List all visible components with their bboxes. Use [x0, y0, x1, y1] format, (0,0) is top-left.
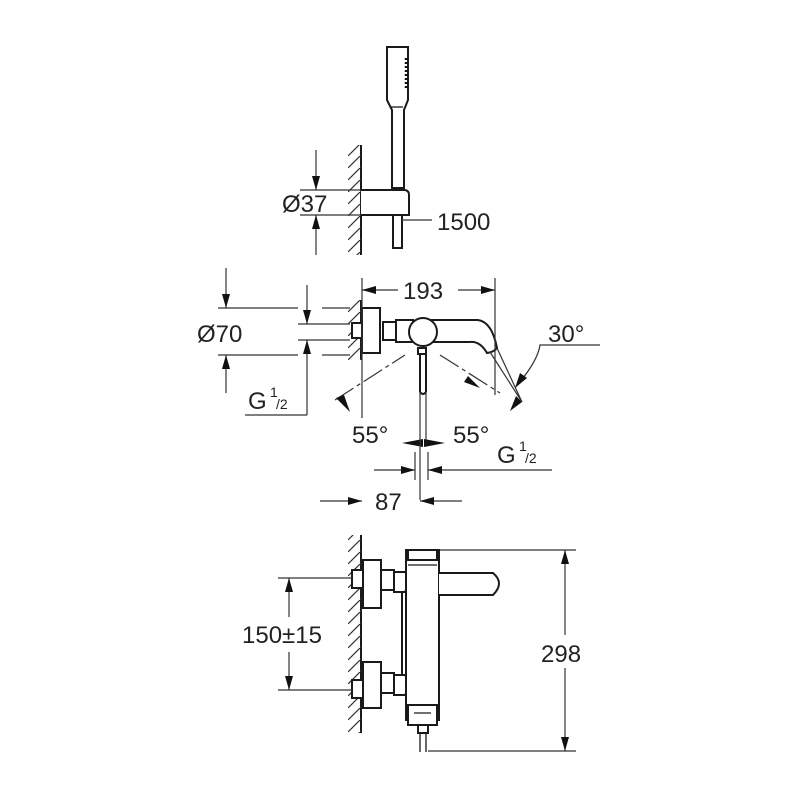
diameter-37-label: Ø37 — [282, 191, 327, 218]
offset-87-label: 87 — [375, 489, 402, 516]
projection-193-label: 193 — [403, 278, 443, 305]
svg-text:/2: /2 — [525, 450, 537, 466]
angle-left-55-label: 55° — [352, 422, 388, 449]
svg-text:1: 1 — [519, 438, 527, 454]
thread-left-g-label: G — [248, 388, 267, 415]
angle-right-55-label: 55° — [453, 422, 489, 449]
spout-icon — [429, 319, 499, 355]
diameter-70-label: Ø70 — [197, 321, 242, 348]
shower-holder-icon — [361, 189, 410, 216]
inlet-spacing-label: 150±15 — [242, 622, 322, 649]
middle-view-mixer-plan: 193 Ø70 G 1 /2 55° 55° 30° — [197, 268, 600, 516]
svg-text:/2: /2 — [276, 396, 288, 412]
height-298-label: 298 — [541, 641, 581, 668]
thread-bottom-g-label: G — [497, 442, 516, 469]
wall-hatch — [348, 145, 361, 255]
wall-hatch — [348, 535, 361, 733]
svg-text:1: 1 — [270, 384, 278, 400]
hose-connector-icon — [392, 214, 403, 249]
angle-spout-30-label: 30° — [548, 321, 584, 348]
mixer-body-icon — [405, 549, 440, 721]
rosette-icon — [361, 307, 381, 354]
upper-rosette-icon — [362, 559, 382, 609]
lever-icon — [439, 572, 500, 596]
bottom-view-mixer-elevation: 150±15 298 — [242, 535, 581, 752]
lower-rosette-icon — [362, 661, 382, 709]
top-view-hand-shower: Ø37 1500 — [282, 46, 490, 255]
lever-hub-icon — [408, 317, 438, 347]
hose-length-label: 1500 — [437, 209, 490, 236]
hand-shower-icon — [386, 46, 409, 189]
